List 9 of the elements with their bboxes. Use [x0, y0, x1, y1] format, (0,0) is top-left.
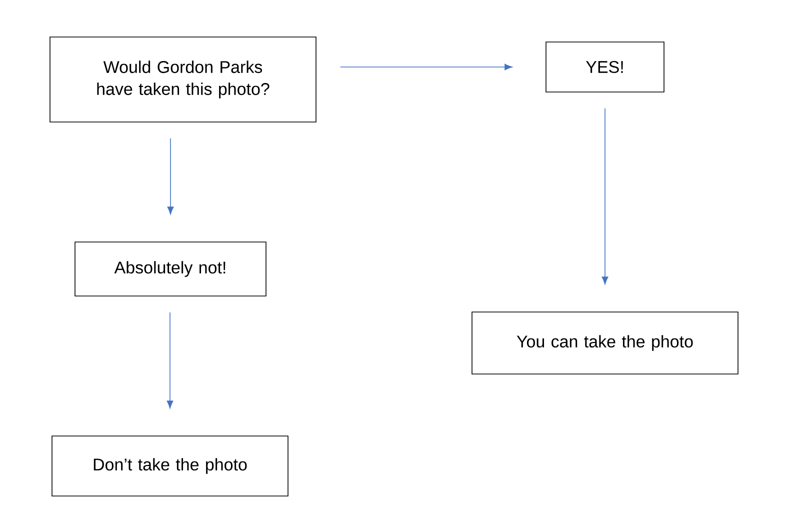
- arrow: [167, 138, 174, 214]
- arrow: [602, 108, 608, 284]
- process-box: Would Gordon Parks have taken this photo?: [50, 36, 316, 122]
- process-box: Absolutely not!: [74, 242, 266, 296]
- arrow: [340, 64, 512, 70]
- process-box: Don’t take the photo: [52, 436, 288, 496]
- arrow: [166, 312, 174, 408]
- process-box: YES!: [546, 42, 664, 92]
- process-box: You can take the photo: [472, 312, 738, 374]
